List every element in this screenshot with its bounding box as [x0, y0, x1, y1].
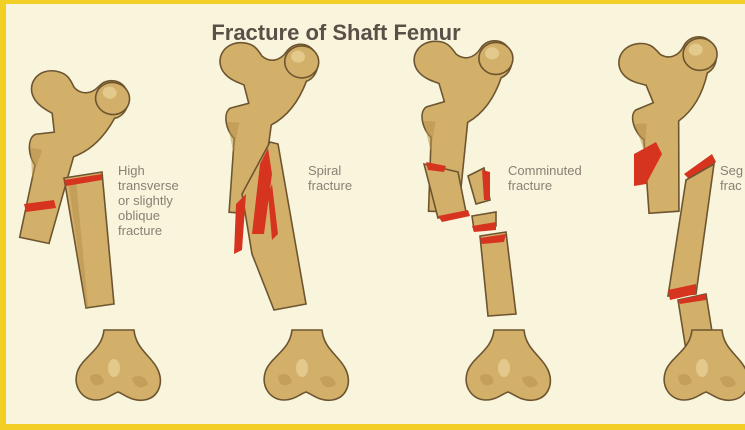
femur-segmental — [617, 36, 745, 401]
label-segmental-fracture: Seg frac — [720, 163, 743, 193]
femur-comminuted — [409, 38, 550, 400]
diagram-panel: Fracture of Shaft Femur — [6, 4, 745, 424]
label-transverse-fracture: High transverse or slightly oblique frac… — [118, 163, 179, 238]
femur-illustrations — [6, 4, 745, 424]
femur-spiral — [209, 39, 348, 401]
label-comminuted-fracture: Comminuted fracture — [508, 163, 582, 193]
label-spiral-fracture: Spiral fracture — [308, 163, 352, 193]
